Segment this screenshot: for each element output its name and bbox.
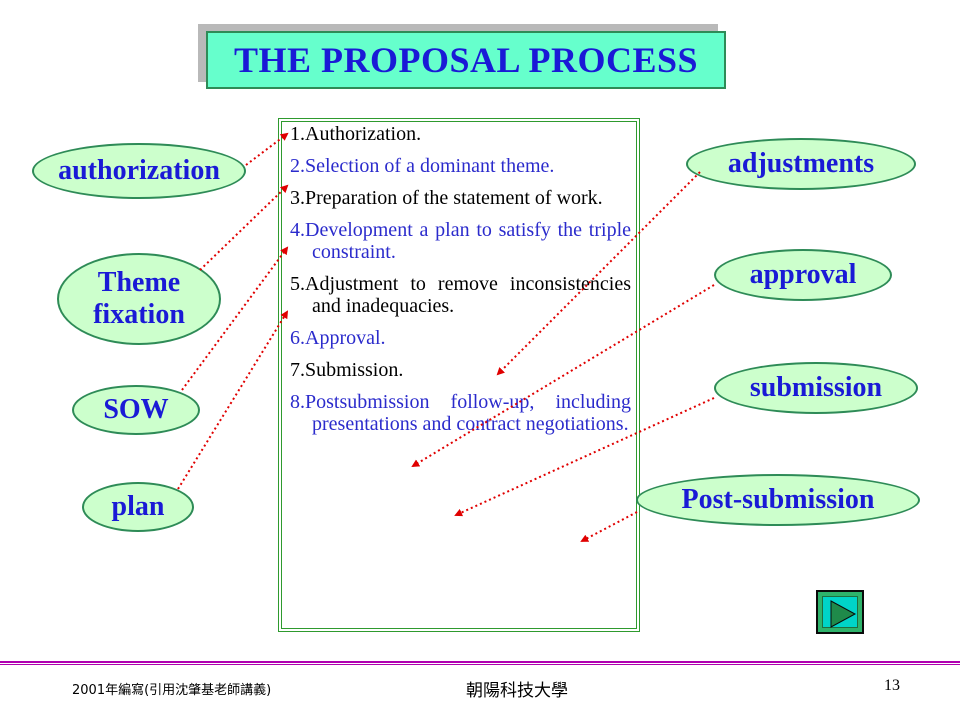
oval-adjustments: adjustments xyxy=(686,138,916,190)
step-1: 1.Authorization. xyxy=(290,123,422,145)
footer-institution: 朝陽科技大學 xyxy=(466,681,568,701)
connector-theme-fixation xyxy=(199,184,289,271)
step-4: 4.Development a plan to satisfy the trip… xyxy=(290,219,631,263)
oval-plan: plan xyxy=(82,482,194,532)
oval-plan-label: plan xyxy=(111,491,165,522)
slide-title: THE PROPOSAL PROCESS xyxy=(233,40,699,80)
oval-approval-label: approval xyxy=(749,259,857,290)
oval-theme-fixation-label: Theme fixation xyxy=(93,267,185,330)
title-banner: THE PROPOSAL PROCESS xyxy=(206,31,726,89)
next-slide-button[interactable] xyxy=(816,590,864,634)
oval-sow: SOW xyxy=(72,385,200,435)
oval-submission-label: submission xyxy=(749,372,883,403)
step-5: 5.Adjustment to remove inconsistencies a… xyxy=(290,273,631,317)
oval-post-submission-label: Post-submission xyxy=(681,484,875,515)
footer-divider xyxy=(0,661,960,663)
page-number: 13 xyxy=(884,677,900,694)
step-2: 2.Selection of a dominant theme. xyxy=(290,155,555,177)
step-7: 7.Submission. xyxy=(290,359,404,381)
footer-credit: 2001年編寫(引用沈肇基老師講義) xyxy=(72,683,272,698)
oval-authorization-label: authorization xyxy=(58,155,220,186)
footer-divider-thin xyxy=(0,664,960,665)
play-triangle-icon xyxy=(830,600,857,628)
steps-list: 1.Authorization. 2.Selection of a domina… xyxy=(290,123,631,445)
oval-authorization: authorization xyxy=(32,143,246,199)
oval-theme-fixation: Theme fixation xyxy=(57,253,221,345)
oval-approval: approval xyxy=(714,249,892,301)
oval-submission: submission xyxy=(714,362,918,414)
oval-sow-label: SOW xyxy=(103,394,169,425)
oval-adjustments-label: adjustments xyxy=(727,148,875,179)
next-slide-button-face[interactable] xyxy=(822,596,858,628)
step-6: 6.Approval. xyxy=(290,327,386,349)
oval-post-submission: Post-submission xyxy=(636,474,920,526)
step-8: 8.Postsubmission follow-up, including pr… xyxy=(290,391,631,435)
step-3: 3.Preparation of the statement of work. xyxy=(290,187,603,209)
